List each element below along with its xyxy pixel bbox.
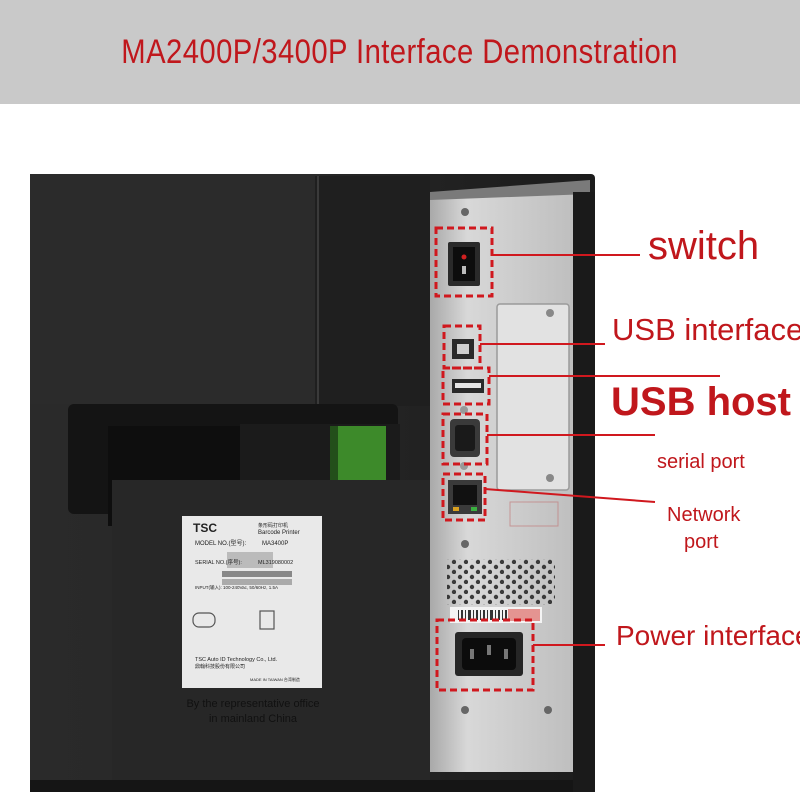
callout-boxes xyxy=(434,226,535,692)
callout-network-line2: port xyxy=(684,531,719,553)
product-cn: 条形码打印机 xyxy=(258,522,288,529)
callout-lines xyxy=(480,254,720,646)
rating-plate xyxy=(182,516,322,688)
page-title: MA2400P/3400P Interface Demonstration xyxy=(121,32,679,71)
product-en: Barcode Printer xyxy=(258,530,300,536)
rating-plate-text: TSC 条形码打印机 Barcode Printer MODEL NO.(型号)… xyxy=(193,521,300,682)
company-en: TSC Auto ID Technology Co., Ltd. xyxy=(195,657,278,663)
power-inlet xyxy=(455,632,523,676)
usb-a-port xyxy=(452,379,484,393)
callout-serial-port: serial port xyxy=(657,451,745,473)
callout-power-interface: Power interface xyxy=(616,620,800,651)
callout-usb-interface: USB interface xyxy=(612,312,800,347)
made-in: MADE IN TAIWAN 台湾制造 xyxy=(250,676,300,682)
serial-label: SERIAL NO.(序号): xyxy=(195,558,242,566)
model-value: MA3400P xyxy=(262,541,288,547)
callout-network-line1: Network xyxy=(667,504,741,526)
company-cn: 鼎翰科技股份有限公司 xyxy=(195,663,245,670)
serial-db9-port xyxy=(450,406,480,470)
printer-illustration: TSC 条形码打印机 Barcode Printer MODEL NO.(型号)… xyxy=(30,174,720,792)
power-switch xyxy=(448,242,480,286)
header-bar: MA2400P/3400P Interface Demonstration xyxy=(0,0,800,104)
serial-value: ML319080002 xyxy=(258,560,293,566)
rating-plate-overlay-text: By the representative office in mainland… xyxy=(186,698,320,725)
usb-b-port xyxy=(452,339,474,359)
printer-photo: TSC 条形码打印机 Barcode Printer MODEL NO.(型号)… xyxy=(0,104,800,800)
input-rating: INPUT(输入): 100-240Vac, 50/60Hz, 1.5A xyxy=(195,584,278,591)
brand-logo: TSC xyxy=(193,521,217,535)
callout-switch: switch xyxy=(648,224,760,268)
model-label: MODEL NO.(型号): xyxy=(195,539,246,547)
callout-usb-host: USB host xyxy=(611,380,791,424)
ethernet-port xyxy=(448,480,482,514)
